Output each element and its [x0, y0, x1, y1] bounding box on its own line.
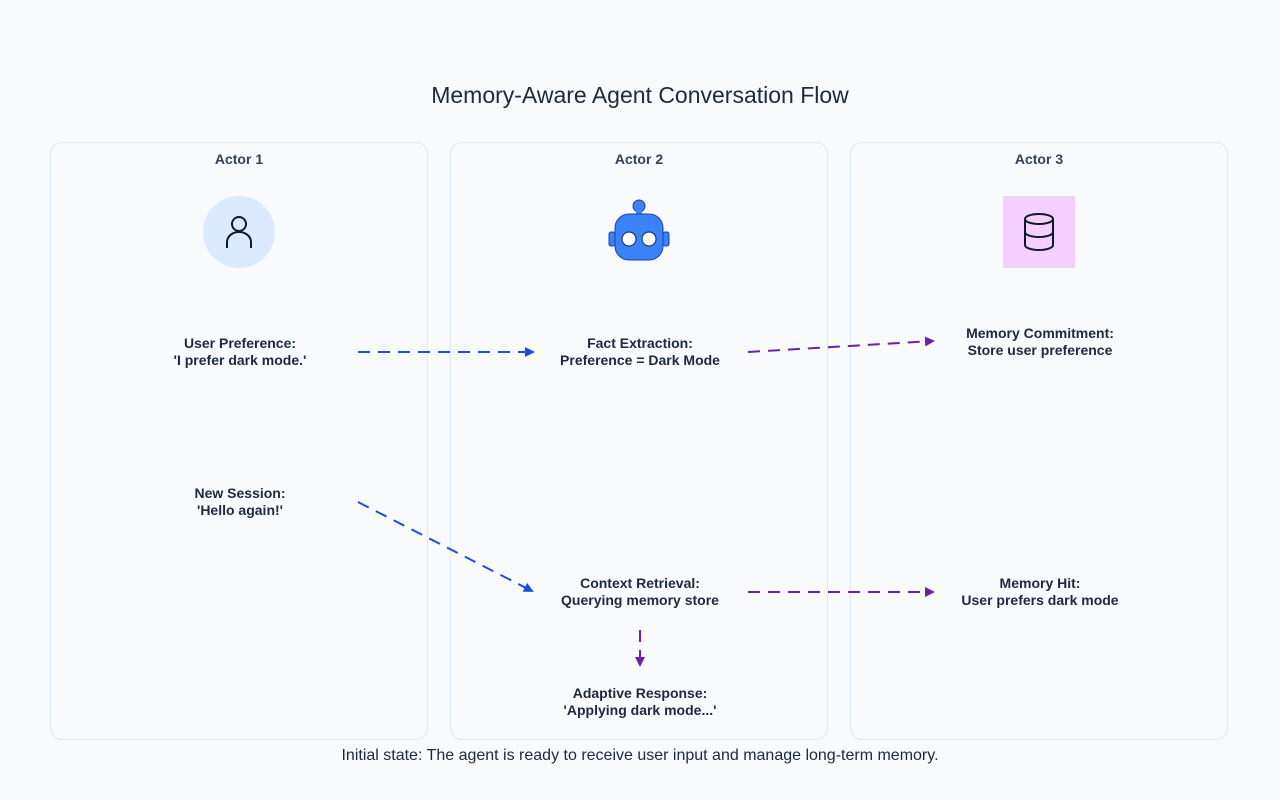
node-memory-hit: Memory Hit: User prefers dark mode [920, 575, 1160, 609]
lane-actor-3: Actor 3 [850, 142, 1228, 740]
node-context-retrieval-detail: Querying memory store [561, 592, 719, 608]
node-adaptive-response-detail: 'Applying dark mode...' [563, 702, 717, 718]
node-user-preference: User Preference: 'I prefer dark mode.' [120, 335, 360, 369]
node-new-session: New Session: 'Hello again!' [120, 485, 360, 519]
status-caption: Initial state: The agent is ready to rec… [341, 747, 939, 764]
user-icon [203, 196, 275, 268]
lane-actor-1: Actor 1 [50, 142, 428, 740]
node-new-session-detail: 'Hello again!' [196, 502, 283, 518]
lane-title-actor-3: Actor 3 [1014, 151, 1064, 167]
lane-title-actor-2: Actor 2 [614, 151, 664, 167]
node-context-retrieval: Context Retrieval: Querying memory store [520, 575, 760, 609]
node-adaptive-response-label: Adaptive Response: [572, 685, 708, 701]
node-user-preference-label: User Preference: [183, 335, 297, 351]
node-fact-extraction: Fact Extraction: Preference = Dark Mode [520, 335, 760, 369]
node-memory-hit-detail: User prefers dark mode [961, 592, 1119, 608]
node-fact-extraction-label: Fact Extraction: [587, 335, 693, 351]
node-new-session-label: New Session: [194, 485, 286, 501]
node-adaptive-response: Adaptive Response: 'Applying dark mode..… [520, 685, 760, 719]
node-memory-hit-label: Memory Hit: [999, 575, 1081, 591]
lane-actor-2: Actor 2 [450, 142, 828, 740]
database-icon [1003, 196, 1075, 268]
diagram-title: Memory-Aware Agent Conversation Flow [431, 82, 849, 108]
lane-title-actor-1: Actor 1 [214, 151, 264, 167]
node-memory-commitment-label: Memory Commitment: [966, 325, 1114, 341]
node-context-retrieval-label: Context Retrieval: [580, 575, 700, 591]
node-memory-commitment-detail: Store user preference [967, 342, 1113, 358]
node-memory-commitment: Memory Commitment: Store user preference [920, 325, 1160, 359]
robot-icon [603, 196, 675, 268]
node-fact-extraction-detail: Preference = Dark Mode [560, 352, 720, 368]
node-user-preference-detail: 'I prefer dark mode.' [173, 352, 307, 368]
